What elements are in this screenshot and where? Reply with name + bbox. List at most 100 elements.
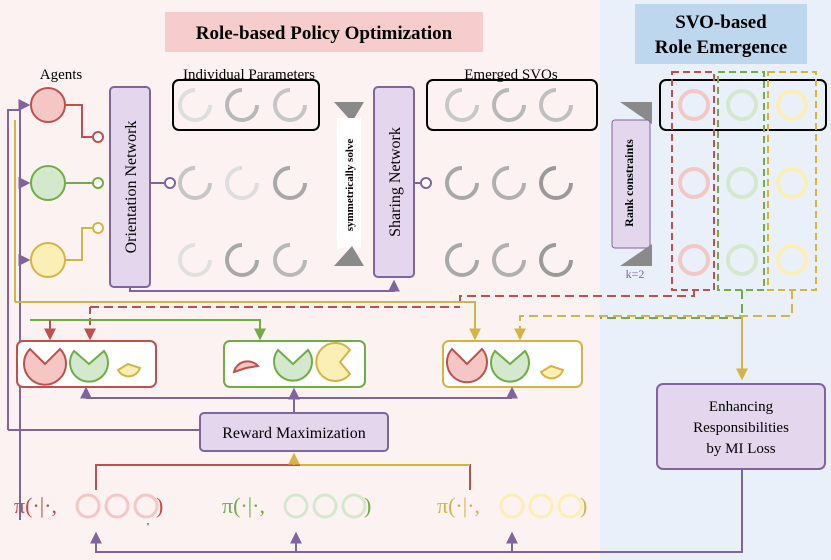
policy-yellow-close: ) — [580, 493, 587, 518]
pacman-yellow — [539, 364, 565, 380]
role-svo-rings — [678, 89, 808, 276]
param-ring — [273, 166, 307, 200]
policy-yellow-ring — [557, 493, 583, 519]
mi-loss-line2: Responsibilities — [693, 420, 789, 436]
role-svo-ring-red — [678, 244, 710, 276]
agents-label: Agents — [40, 67, 83, 83]
role-svo-ring-yellow — [776, 89, 808, 121]
pacman-green — [69, 349, 109, 383]
role-svo-ring-yellow — [776, 167, 808, 199]
connector-green-socket — [92, 177, 104, 189]
left-title-box — [165, 12, 483, 52]
yellow-agent-line — [15, 301, 481, 341]
param-ring — [273, 88, 307, 122]
param-ring — [225, 243, 259, 277]
policy-red-close: ) — [156, 493, 163, 518]
green-agent-line — [30, 319, 266, 341]
rank-k-label: k=2 — [626, 267, 645, 281]
right-panel-title-line2: Role Emergence — [655, 37, 787, 58]
policy-green-label: π(·|·, — [222, 493, 265, 518]
connector-yellow — [65, 227, 92, 261]
connector-red-socket — [92, 131, 104, 143]
agent-yellow — [30, 242, 66, 278]
symmetric-solve-bottom-arrow — [334, 246, 364, 266]
svo-ring — [445, 88, 479, 122]
role-svo-ring-green — [726, 244, 758, 276]
connector-red — [65, 104, 92, 138]
agent-green — [30, 165, 66, 201]
pacman-red — [23, 347, 67, 386]
individual-parameters-highlight-box — [172, 79, 320, 131]
dashed-yellow-route — [514, 290, 793, 341]
sharing-output-socket — [420, 177, 432, 189]
mi-loss-box — [656, 383, 826, 470]
role-svo-ring-yellow — [776, 244, 808, 276]
param-ring — [225, 166, 259, 200]
sharing-network-label: Sharing Network — [387, 127, 404, 237]
policy-yellow-ring — [499, 493, 525, 519]
left-panel-title: Role-based Policy Optimization — [196, 23, 453, 44]
role-svo-ring-green — [726, 89, 758, 121]
svo-ring — [539, 88, 573, 122]
emerged-svo-rings — [445, 88, 573, 277]
role-svo-highlight-box — [659, 79, 827, 131]
orientation-output-socket — [164, 177, 176, 189]
right-panel-title-line1: SVO-based — [675, 12, 767, 33]
policy-red-ring — [75, 493, 101, 519]
policy-red-tick: ' — [147, 521, 149, 533]
policy-green-close: ) — [364, 493, 371, 518]
param-ring — [178, 243, 212, 277]
rank-constraint-top-arrow — [620, 102, 652, 124]
svo-ring — [492, 166, 526, 200]
right-title-box — [635, 4, 807, 64]
symmetric-solve-top-arrow — [334, 102, 364, 122]
rank-constraints-label: Rank constraints — [622, 139, 636, 227]
policy-red-ring — [104, 493, 130, 519]
orientation-to-sharing-arrow — [129, 279, 400, 292]
reward-maximization-label: Reward Maximization — [222, 425, 366, 442]
role-svo-ring-red — [678, 89, 710, 121]
reward-feedback-line — [7, 109, 20, 430]
svo-ring — [492, 88, 526, 122]
individual-parameter-rings — [178, 88, 307, 277]
policy-green-ring — [312, 493, 338, 519]
svo-ring — [492, 243, 526, 277]
svo-ring — [539, 166, 573, 200]
orientation-network-label: Orientation Network — [123, 121, 140, 254]
pacman-red — [446, 347, 488, 384]
connector-yellow-socket — [92, 222, 104, 234]
pacman-green — [490, 349, 530, 383]
rank-constraint-bottom-arrow — [620, 244, 652, 266]
rank-constraints-box — [611, 119, 651, 249]
svo-ring — [445, 166, 479, 200]
mi-loss-line3: by MI Loss — [706, 441, 775, 457]
policy-red-label: π(·|·, — [14, 493, 57, 518]
policy-yellow-ring — [528, 493, 554, 519]
symmetric-solve-label: symmetrically solve — [344, 139, 356, 232]
svo-ring — [445, 243, 479, 277]
param-ring — [225, 88, 259, 122]
pacman-green — [273, 348, 313, 382]
policy-red-ring — [133, 493, 159, 519]
symmetric-solve-band — [337, 118, 361, 248]
mi-return-line — [90, 470, 743, 553]
left-panel-background — [0, 0, 600, 560]
emerged-svos-highlight-box — [426, 79, 598, 131]
param-ring — [178, 166, 212, 200]
mi-loss-line1: Enhancing — [709, 399, 774, 415]
role-svo-ring-green — [726, 167, 758, 199]
svo-ring — [539, 243, 573, 277]
param-ring — [178, 88, 212, 122]
pacman-yellow — [116, 362, 142, 378]
policy-green-ring — [283, 493, 309, 519]
policy-bus-red — [95, 464, 471, 490]
role-svo-ring-red — [678, 167, 710, 199]
pacman-red — [232, 360, 260, 374]
agent-red — [30, 87, 66, 123]
param-ring — [273, 243, 307, 277]
policy-yellow-label: π(·|·, — [437, 493, 480, 518]
policy-green-ring — [341, 493, 367, 519]
pacman-yellow — [315, 342, 352, 382]
